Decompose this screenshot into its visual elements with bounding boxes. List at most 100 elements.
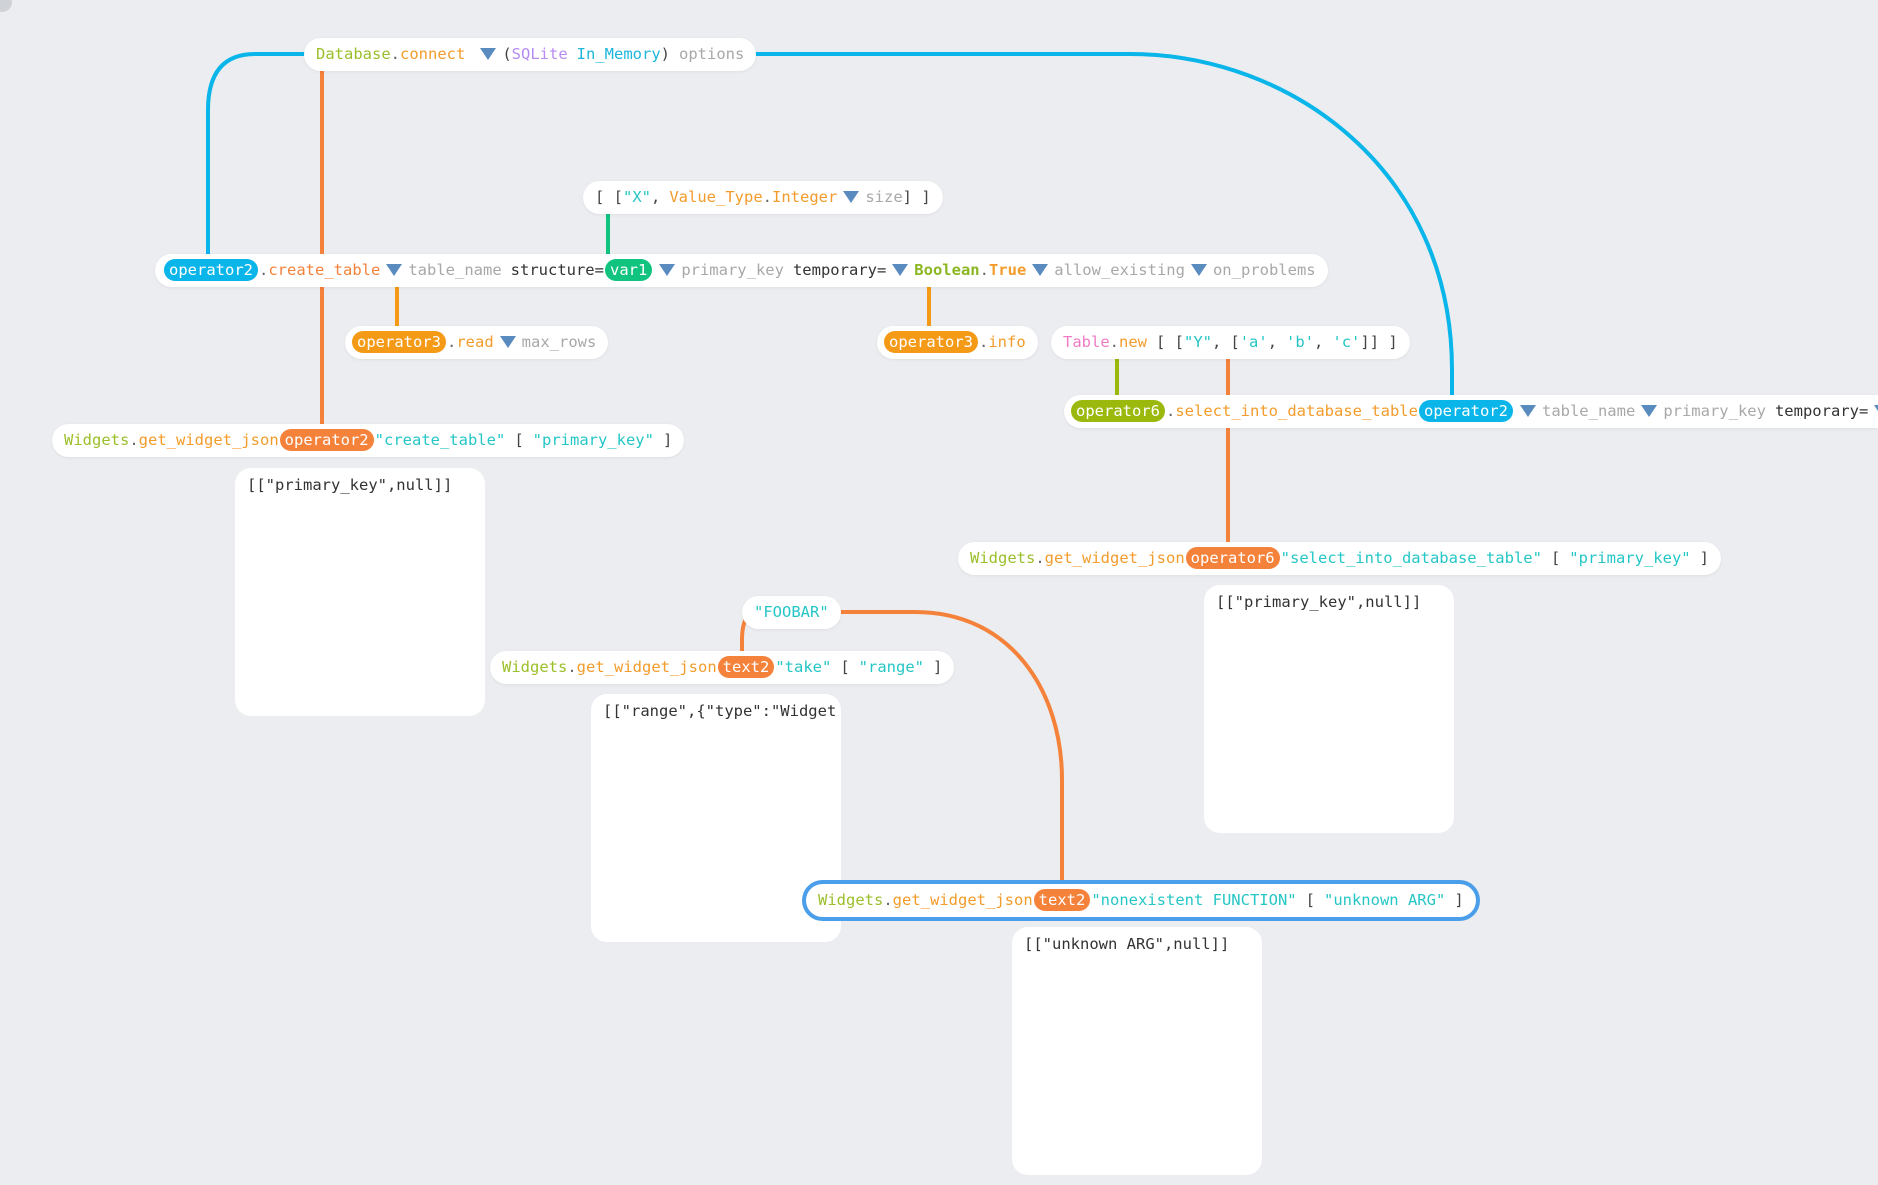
namespace-value-type: Value_Type — [669, 188, 763, 206]
arg-allow-existing[interactable]: allow_existing — [1054, 261, 1185, 279]
namespace-widgets: Widgets — [64, 431, 130, 449]
keyword-temporary: temporary= — [1774, 402, 1869, 420]
dropdown-arrow-icon[interactable] — [499, 335, 516, 348]
dropdown-arrow-icon[interactable] — [1190, 263, 1207, 276]
arg-text2-pill[interactable]: text2 — [717, 655, 775, 678]
arg-table-name[interactable]: table_name — [1541, 402, 1636, 420]
visualization-text: [["unknown ARG",null]] — [1024, 935, 1230, 953]
string-primary-key[interactable]: "primary_key" — [1569, 549, 1691, 567]
wire-db-to-create-table[interactable] — [206, 52, 305, 270]
arg-max-rows[interactable]: max_rows — [521, 333, 597, 351]
string-x[interactable]: "X" — [623, 188, 651, 206]
node-table-new[interactable]: Table.new[ ["Y",['a','b','c']] ] — [1051, 326, 1410, 359]
arg-options[interactable]: options — [679, 45, 745, 63]
constructor-sqlite: SQLite — [511, 45, 568, 63]
comma: , — [1267, 333, 1278, 351]
structure-var1-pill[interactable]: var1 — [604, 258, 653, 281]
self-operator2-pill[interactable]: operator2 — [164, 258, 258, 281]
string-c[interactable]: 'c' — [1332, 333, 1361, 351]
string-y[interactable]: "Y" — [1184, 333, 1213, 351]
function-select-into-database-table: select_into_database_table — [1175, 402, 1418, 420]
node-info[interactable]: operator3.info — [877, 326, 1038, 359]
function-new: new — [1119, 333, 1148, 351]
string-select-into-database-table[interactable]: "select_into_database_table" — [1280, 549, 1542, 567]
vector-close: ] — [1454, 891, 1464, 909]
string-foobar[interactable]: "FOOBAR" — [754, 603, 829, 621]
vector-close: ] — [933, 658, 943, 676]
visualization-panel[interactable]: [["primary_key",null]] — [235, 468, 485, 716]
namespace-widgets: Widgets — [970, 549, 1036, 567]
arg-operator2-pill[interactable]: operator2 — [1418, 399, 1513, 422]
vector-close: ] — [1699, 549, 1709, 567]
vector-open: [ [ — [1156, 333, 1185, 351]
dropdown-arrow-icon[interactable] — [1519, 404, 1536, 417]
string-unknown-arg[interactable]: "unknown ARG" — [1323, 891, 1446, 909]
visualization-text: [["primary_key",null]] — [247, 476, 453, 494]
function-read: read — [456, 333, 494, 351]
string-create-table[interactable]: "create_table" — [374, 431, 506, 449]
arg-primary-key[interactable]: primary_key — [1663, 402, 1766, 420]
arg-on-problems[interactable]: on_problems — [1212, 261, 1316, 279]
vector-open: [ — [1550, 549, 1561, 567]
function-connect: connect — [400, 45, 466, 63]
inner-vector-open: [ — [1230, 333, 1240, 351]
string-nonexistent-function[interactable]: "nonexistent FUNCTION" — [1091, 891, 1297, 909]
string-primary-key[interactable]: "primary_key" — [532, 431, 654, 449]
visualization-panel[interactable]: [["range",{"type":"Widget — [591, 694, 841, 942]
dropdown-arrow-icon[interactable] — [1874, 404, 1878, 417]
string-a[interactable]: 'a' — [1239, 333, 1268, 351]
dropdown-arrow-icon[interactable] — [1032, 263, 1049, 276]
arg-table-name[interactable]: table_name — [408, 261, 502, 279]
vector-close: ] — [662, 431, 673, 449]
visualization-panel[interactable]: [["primary_key",null]] — [1204, 585, 1454, 833]
node-text-foobar[interactable]: "FOOBAR" — [742, 596, 841, 629]
string-range[interactable]: "range" — [858, 658, 924, 676]
dropdown-arrow-icon[interactable] — [892, 263, 909, 276]
arg-primary-key[interactable]: primary_key — [681, 261, 784, 279]
visualization-text: [["range",{"type":"Widget — [603, 702, 837, 720]
namespace-widgets: Widgets — [502, 658, 568, 676]
arg-operator6-pill[interactable]: operator6 — [1185, 546, 1280, 569]
namespace-database: Database — [316, 45, 391, 63]
arg-text2-pill[interactable]: text2 — [1033, 888, 1091, 911]
vector-close: ] ] — [902, 188, 931, 206]
dropdown-arrow-icon[interactable] — [1641, 404, 1658, 417]
arg-size[interactable]: size — [865, 188, 903, 206]
namespace-boolean: Boolean — [914, 261, 980, 279]
visualization-text: [["primary_key",null]] — [1216, 593, 1422, 611]
comma: , — [1212, 333, 1222, 351]
namespace-table: Table — [1063, 333, 1110, 351]
dropdown-arrow-icon[interactable] — [480, 47, 497, 60]
keyword-structure: structure= — [510, 261, 604, 279]
vector-close: ]] ] — [1360, 333, 1398, 351]
constructor-in-memory: In_Memory — [576, 45, 661, 63]
dropdown-arrow-icon[interactable] — [843, 190, 860, 203]
vector-open: [ [ — [595, 188, 623, 206]
self-operator6-pill[interactable]: operator6 — [1071, 399, 1165, 422]
function-info: info — [988, 333, 1026, 351]
string-b[interactable]: 'b' — [1286, 333, 1315, 351]
arg-operator2-pill[interactable]: operator2 — [279, 428, 374, 451]
string-take[interactable]: "take" — [775, 658, 832, 676]
self-operator3-pill[interactable]: operator3 — [884, 330, 978, 353]
function-get-widget-json: get_widget_json — [892, 891, 1033, 909]
value-true[interactable]: True — [988, 261, 1027, 279]
dropdown-arrow-icon[interactable] — [659, 263, 676, 276]
vector-open: [ — [514, 431, 524, 449]
vector-open: [ — [840, 658, 850, 676]
vector-open: [ — [1305, 891, 1315, 909]
self-operator3-pill[interactable]: operator3 — [352, 330, 446, 353]
visualization-panel[interactable]: [["unknown ARG",null]] — [1012, 927, 1262, 1175]
function-get-widget-json: get_widget_json — [576, 658, 717, 676]
dropdown-arrow-icon[interactable] — [386, 263, 403, 276]
comma: , — [651, 188, 661, 206]
